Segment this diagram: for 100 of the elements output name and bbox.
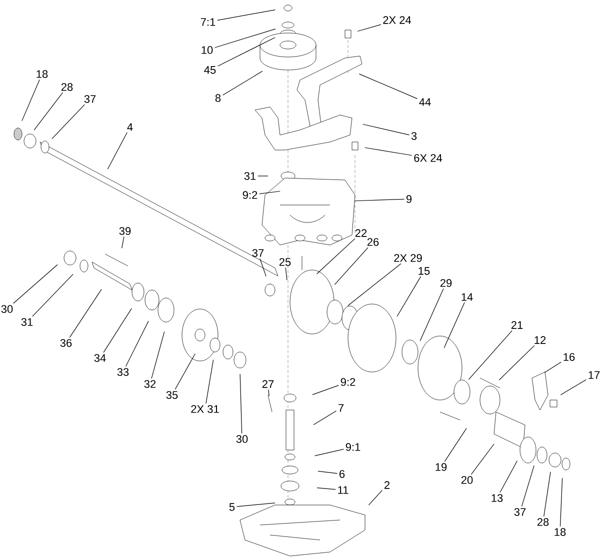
callout-number: 18 [36,70,48,78]
leader-line [470,444,494,475]
callout-number: 45 [204,66,216,74]
callout-number: 27 [262,380,274,388]
leader-line [544,472,551,517]
leader-line [560,379,586,396]
callout-number: 16 [564,353,575,361]
leader-line [218,37,276,66]
callout-number: 3 [411,132,417,140]
leader-line [206,360,214,404]
callout-number: 7 [338,404,344,412]
leader-line [13,264,58,304]
callout-number: 37 [252,249,264,257]
callout-number: 7:1 [200,18,216,26]
leader-line [268,389,270,396]
leader-line [34,92,64,130]
callout-number: 28 [61,83,73,91]
leader-line [316,488,336,490]
leader-line [354,198,405,202]
callout-number: 29 [440,279,452,287]
callout-number: 17 [588,371,600,379]
leader-line [500,460,518,493]
callout-number: 5 [229,503,235,511]
callout-number: 37 [84,95,96,103]
leader-line [334,247,368,285]
callout-number: 9:2 [242,191,258,199]
leader-line [236,502,276,507]
callout-number: 9 [406,195,412,203]
leader-line [214,28,276,48]
callout-number: 8 [215,94,221,102]
callout-number: 19 [436,463,447,471]
leader-line [69,289,102,338]
callout-number: 30 [236,435,248,443]
callout-number: 21 [511,321,523,329]
callout-number: 31 [21,318,33,326]
callout-number: 2X 24 [383,16,412,24]
leader-line [151,331,165,379]
callout-number: 11 [338,486,348,494]
callout-number: 31 [244,172,256,180]
callout-number: 39 [119,227,131,235]
callout-number: 28 [537,518,549,526]
callout-number: 2 [384,481,390,489]
leader-line [260,258,266,277]
callout-number: 2X 29 [394,254,422,262]
callout-number: 9:1 [346,443,360,451]
callout-number: 14 [462,293,473,301]
leader-line [217,9,276,21]
leader-line [222,70,263,96]
leader-line [560,478,563,527]
leader-line [468,330,512,380]
leader-line [358,74,418,99]
leader-line [312,385,339,395]
callout-number: 9:2 [340,378,356,386]
leader-line [362,124,410,136]
leader-line [240,374,242,434]
callout-number: 6 [340,470,345,478]
callout-number: 13 [492,494,503,502]
leader-line [420,288,444,342]
leader-line [364,147,412,156]
leader-line [348,263,402,306]
callout-number: 6X 24 [414,154,442,162]
callout-number: 33 [117,368,129,376]
callout-number: 26 [367,238,379,246]
callout-number: 10 [202,46,213,54]
callout-number: 25 [279,258,291,266]
leader-line [52,104,85,140]
leader-line [521,465,534,507]
callout-number: 20 [461,476,473,484]
leader-line [314,448,344,456]
callout-number: 22 [355,229,367,237]
callout-number: 44 [419,98,431,106]
callout-number: 37 [514,508,526,516]
leader-line [174,353,196,390]
leader-line [396,276,422,317]
callout-number: 15 [418,267,430,275]
leader-line [285,267,288,280]
leader-line [313,410,337,426]
leader-line [32,274,74,317]
leader-line [259,190,280,194]
leader-line [544,362,562,373]
callout-number: 2X 31 [191,405,219,413]
leader-line [357,24,382,32]
leader-line [444,302,465,348]
leader-line [107,132,128,170]
leader-line [498,345,535,380]
leader-line [318,470,338,474]
callout-number: 18 [554,528,566,536]
callout-number: 30 [1,305,13,313]
callout-number: 12 [534,336,546,344]
leader-line [126,320,149,367]
leader-line [368,490,383,506]
leader-line [22,79,40,122]
callout-number: 36 [60,339,72,347]
leader-line [103,308,132,353]
leader-line [444,428,467,462]
leader-line [316,238,356,274]
callout-number: 4 [127,123,133,131]
callout-number: 34 [94,354,106,362]
leader-line [122,236,124,248]
callout-number: 32 [144,380,156,388]
